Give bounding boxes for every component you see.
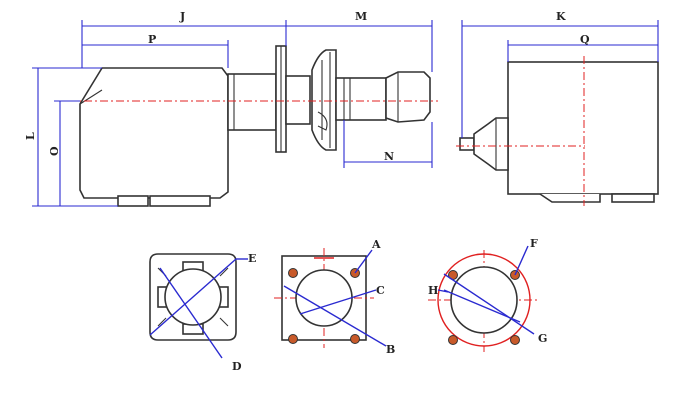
flange3-bolt-bl — [448, 335, 458, 345]
callout-B: B — [386, 343, 395, 356]
flange2-bolt-bl — [288, 334, 298, 344]
flange1-diag-line — [159, 267, 223, 359]
flange2-bolt-br — [350, 334, 360, 344]
callout-G: G — [538, 332, 547, 345]
callout-E: E — [248, 252, 256, 265]
side-housing-bevel — [79, 89, 103, 105]
flange3-leader-F — [514, 245, 529, 276]
front-nozzle-stub — [459, 137, 475, 151]
flange3-leader-H — [437, 289, 449, 293]
callout-A: A — [371, 238, 381, 251]
dim-N-label: N — [384, 150, 394, 163]
side-foot-right — [149, 195, 211, 207]
flange1-slot-br — [219, 317, 229, 327]
callout-D: D — [232, 360, 242, 373]
clamp-hook — [317, 111, 328, 131]
flange2-leader-A — [354, 249, 373, 274]
callout-F: F — [530, 237, 538, 250]
flange-square-cutout: E D — [149, 252, 256, 373]
front-foot-right — [611, 193, 655, 203]
nozzle-tip — [385, 71, 431, 123]
flange3-diag-line — [443, 273, 535, 335]
side-housing — [79, 67, 229, 199]
flange-square-bolted: A C B — [274, 238, 395, 356]
flange1-slot-tr — [219, 267, 229, 277]
flange2-diag-line — [283, 285, 387, 347]
flange2-bolt-tl — [288, 268, 298, 278]
dim-P-label: P — [148, 33, 156, 46]
nozzle-sleeve — [285, 75, 311, 125]
callout-C: C — [376, 284, 385, 297]
flange3-bore-line — [443, 289, 521, 323]
flange1-slot-bl — [157, 317, 167, 327]
flange-round: F H G — [428, 237, 547, 352]
dim-O-label: O — [48, 146, 61, 156]
front-nozzle-cone — [473, 117, 509, 171]
front-housing — [507, 61, 659, 195]
front-foot-left — [539, 193, 601, 203]
callout-H: H — [428, 284, 438, 297]
side-view: J M P N L O — [24, 10, 438, 207]
flange3-bolt-br — [510, 335, 520, 345]
flange1-diameter-line — [149, 258, 237, 336]
flange2-bore-line — [299, 289, 377, 315]
clamp-collar — [311, 49, 337, 151]
dim-J-label: J — [179, 10, 185, 23]
dim-K-label: K — [556, 10, 566, 23]
front-view: K Q — [456, 10, 659, 206]
dim-L-label: L — [24, 132, 37, 140]
dim-M-label: M — [355, 10, 367, 23]
flange3-pitch-circle — [437, 253, 531, 347]
dim-Q-label: Q — [580, 33, 590, 46]
blast-tube — [227, 73, 277, 131]
side-foot-left — [117, 195, 149, 207]
